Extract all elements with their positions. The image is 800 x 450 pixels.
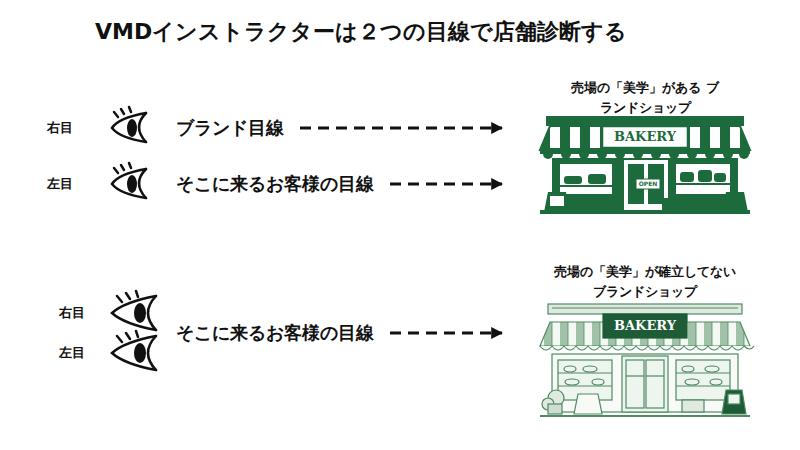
eye-lower-left bbox=[112, 331, 156, 370]
shop-heading: 売場の「美学」がある ブランドショップ bbox=[570, 78, 720, 117]
sight-line-text: そこに来るお客様の目線 bbox=[172, 170, 378, 198]
eye-label: 左目 bbox=[47, 177, 73, 191]
eye-label: 左目 bbox=[59, 346, 85, 360]
sight-line-label: そこに来るお客様の目線 bbox=[172, 170, 378, 198]
sight-line-label: そこに来るお客様の目線 bbox=[172, 319, 378, 347]
shop-heading: 売場の「美学」が確立してない ブランドショップ bbox=[547, 262, 743, 301]
sight-line-text: そこに来るお客様の目線 bbox=[172, 319, 378, 347]
sight-line-label: ブランド目線 bbox=[172, 114, 288, 142]
dashed-arrow bbox=[390, 332, 502, 335]
eye-upper-right bbox=[112, 107, 146, 142]
bakery-shop-sketch bbox=[540, 304, 754, 416]
shop-region: 売場の「美学」がある ブランドショップ bbox=[505, 78, 785, 223]
sight-line-text: ブランド目線 bbox=[172, 114, 288, 142]
dashed-arrow bbox=[390, 183, 502, 186]
dashed-arrow bbox=[300, 127, 502, 130]
eye-upper-left bbox=[112, 163, 146, 198]
shop-sign: BAKERY bbox=[614, 130, 676, 144]
eye-label: 右目 bbox=[59, 306, 85, 320]
diagram-title: VMDインストラクターは２つの目線で店舗診断する bbox=[95, 20, 627, 44]
door-sign: OPEN bbox=[639, 181, 658, 188]
shop-sign: BAKERY bbox=[614, 319, 676, 333]
eye-lower-right bbox=[112, 291, 156, 330]
shop-region: 売場の「美学」が確立してない ブランドショップ bbox=[505, 262, 785, 424]
eye-label: 右目 bbox=[47, 121, 73, 135]
bakery-shop-solid bbox=[540, 116, 750, 214]
